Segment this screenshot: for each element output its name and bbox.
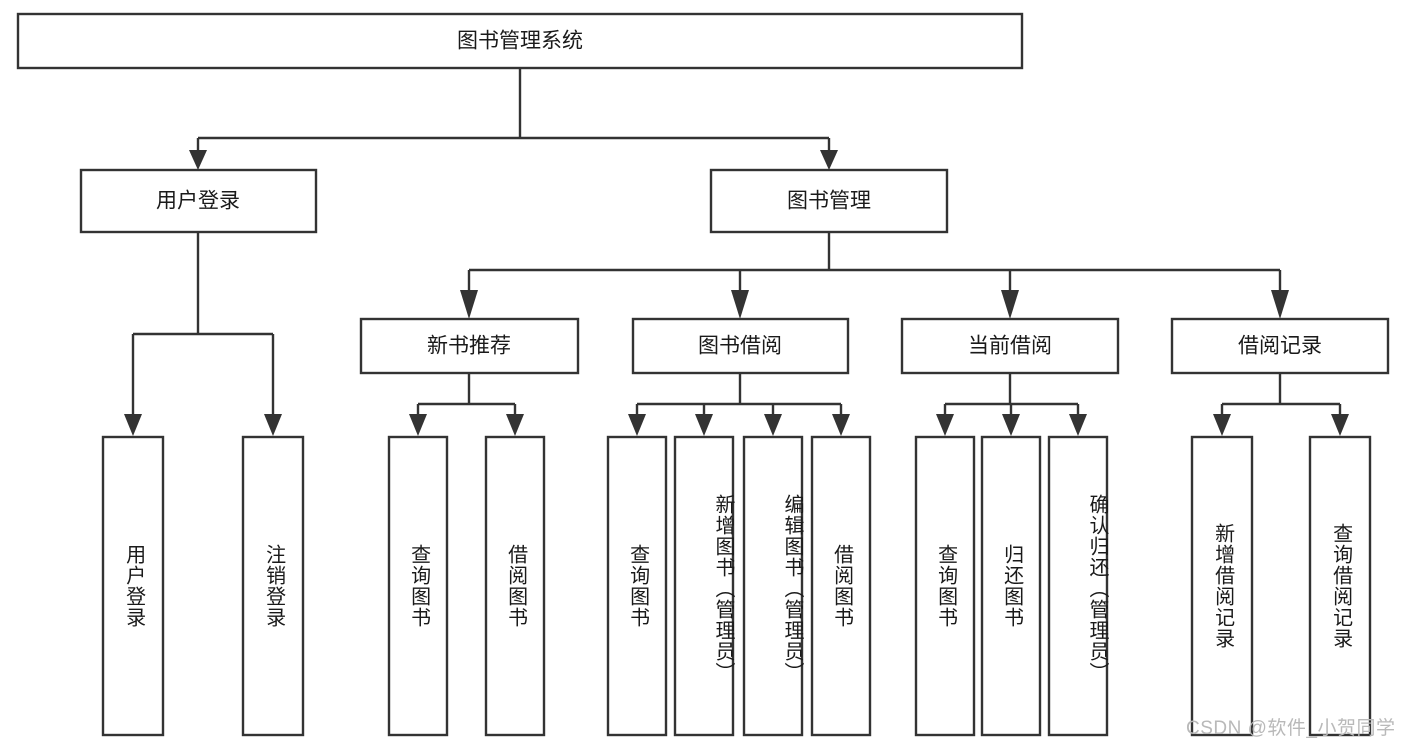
arrow-to-current-borrow — [1001, 290, 1019, 319]
node-leaf-query-book-2[interactable] — [606, 435, 668, 737]
arrow-to-leaf-add-record — [1213, 414, 1231, 436]
arrow-to-leaf-add-book — [695, 414, 713, 436]
arrow-to-user-login — [189, 150, 207, 170]
arrow-to-leaf-confirm-return — [1069, 414, 1087, 436]
arrow-to-leaf-user-login — [124, 414, 142, 436]
arrow-to-new-book-recommend — [460, 290, 478, 319]
node-leaf-query-book-1[interactable] — [387, 435, 449, 737]
node-leaf-borrow-book-2[interactable] — [810, 435, 872, 737]
arrow-to-book-manage — [820, 150, 838, 170]
node-leaf-add-book[interactable] — [673, 435, 735, 737]
node-leaf-borrow-book-1[interactable] — [484, 435, 546, 737]
node-new-book-recommend-label: 新书推荐 — [427, 335, 511, 358]
arrow-to-leaf-query-book-1 — [409, 414, 427, 436]
node-leaf-query-book-3[interactable] — [914, 435, 976, 737]
arrow-to-book-borrow — [731, 290, 749, 319]
node-current-borrow-label: 当前借阅 — [968, 335, 1052, 358]
arrow-to-leaf-query-record — [1331, 414, 1349, 436]
node-current-borrow[interactable]: 当前借阅 — [900, 317, 1120, 375]
csdn-watermark: CSDN @软件_小贺同学 — [1186, 718, 1396, 739]
node-book-borrow[interactable]: 图书借阅 — [631, 317, 850, 375]
arrow-to-leaf-borrow-book-2 — [832, 414, 850, 436]
node-leaf-confirm-return[interactable] — [1047, 435, 1109, 737]
node-leaf-return-book[interactable] — [980, 435, 1042, 737]
node-layer: 图书管理系统 用户登录 图书管理 新书推荐 图书借阅 当前 — [16, 12, 1390, 737]
node-book-borrow-label: 图书借阅 — [698, 335, 782, 358]
node-new-book-recommend[interactable]: 新书推荐 — [359, 317, 580, 375]
node-leaf-user-logout[interactable] — [241, 435, 305, 737]
node-root[interactable]: 图书管理系统 — [16, 12, 1024, 70]
node-user-login[interactable]: 用户登录 — [79, 168, 318, 234]
node-book-manage-label: 图书管理 — [787, 190, 871, 213]
node-leaf-add-record[interactable] — [1190, 435, 1254, 737]
arrow-to-leaf-query-book-3 — [936, 414, 954, 436]
node-leaf-user-login[interactable] — [101, 435, 165, 737]
node-root-label: 图书管理系统 — [457, 30, 583, 53]
arrow-to-leaf-return-book — [1002, 414, 1020, 436]
edge-layer — [124, 68, 1349, 436]
arrow-to-leaf-edit-book — [764, 414, 782, 436]
arrow-to-leaf-query-book-2 — [628, 414, 646, 436]
arrow-to-borrow-record — [1271, 290, 1289, 319]
node-leaf-query-record[interactable] — [1308, 435, 1372, 737]
arrow-to-leaf-borrow-book-1 — [506, 414, 524, 436]
arrow-to-leaf-user-logout — [264, 414, 282, 436]
node-user-login-label: 用户登录 — [156, 190, 240, 213]
node-book-manage[interactable]: 图书管理 — [709, 168, 949, 234]
node-borrow-record[interactable]: 借阅记录 — [1170, 317, 1390, 375]
node-leaf-edit-book[interactable] — [742, 435, 804, 737]
node-borrow-record-label: 借阅记录 — [1238, 335, 1322, 358]
